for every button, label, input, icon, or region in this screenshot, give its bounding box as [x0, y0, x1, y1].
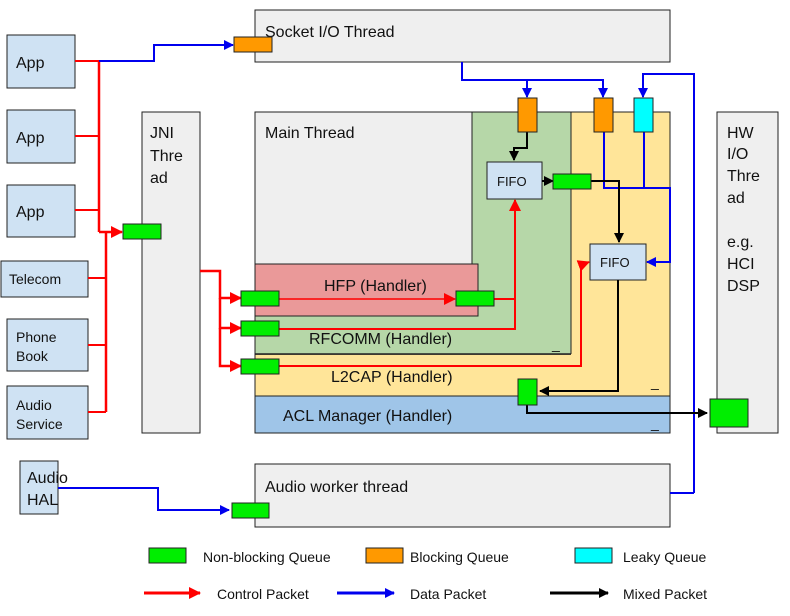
jni-thread-line2: Thre	[150, 148, 183, 165]
jni-thread-line3: ad	[150, 170, 168, 187]
client-audio-service-line2: Service	[16, 416, 63, 432]
client-telecom: Telecom	[0, 260, 89, 298]
client-app-1-label: App	[16, 55, 45, 72]
l2cap-handler-label: L2CAP (Handler)	[331, 369, 453, 386]
control-arrow-jni-l2cap	[218, 328, 242, 372]
hw-io-line4: ad	[727, 190, 745, 207]
non-blocking-queue-l2cap-in	[240, 358, 280, 375]
hw-io-line1: HW	[727, 125, 755, 142]
control-arrow-l2cap-to-fifo	[279, 260, 590, 367]
control-packet-arrows	[75, 60, 590, 413]
legend-label-mixed: Mixed Packet	[623, 586, 707, 602]
legend-swatch-non-blocking	[148, 547, 187, 564]
legend-label-control: Control Packet	[217, 586, 309, 602]
client-audio-service: Audio Service	[6, 385, 89, 440]
client-phone-book: Phone Book	[6, 318, 89, 372]
hw-io-line8: DSP	[727, 278, 760, 295]
fifo-l2cap: FIFO	[589, 243, 647, 281]
fifo-rfcomm: FIFO	[486, 161, 543, 200]
jni-thread-line1: JNI	[150, 125, 174, 142]
hw-io-thread: HW I/O Thre ad e.g. HCI DSP	[716, 111, 779, 434]
non-blocking-queue-hfp-out	[455, 290, 495, 307]
l2cap-minimize-icon[interactable]: _	[650, 374, 659, 390]
socket-io-thread: Socket I/O Thread	[254, 9, 671, 63]
hfp-handler: HFP (Handler)	[254, 263, 479, 317]
mixed-packet-arrows	[509, 132, 708, 418]
socket-io-thread-title: Socket I/O Thread	[265, 24, 395, 41]
data-arrow-audio-hal-to-worker	[58, 487, 230, 515]
legend-swatch-leaky	[574, 547, 613, 564]
hw-io-line2: I/O	[727, 146, 748, 163]
mixed-arrow-to-l2cap-fifo	[591, 180, 624, 243]
control-arrow-rfcomm-to-fifo	[279, 299, 516, 330]
legend-label-leaky: Leaky Queue	[623, 549, 706, 565]
mixed-arrow-acl-to-hw	[526, 404, 708, 418]
legend-label-data: Data Packet	[410, 586, 486, 602]
legend-label-blocking: Blocking Queue	[410, 549, 509, 565]
fifo-rfcomm-label: FIFO	[497, 174, 527, 189]
hw-io-line7: HCI	[727, 256, 755, 273]
client-app-2: App	[6, 109, 76, 164]
client-audio-service-line1: Audio	[16, 397, 52, 413]
control-arrow-jni-rfcomm	[218, 298, 242, 334]
mixed-arrow-l2cap-fifo-to-acl	[539, 280, 619, 396]
client-phone-book-line1: Phone	[16, 329, 57, 345]
client-phone-book-line2: Book	[16, 348, 49, 364]
rfcomm-minimize-icon[interactable]: _	[551, 336, 560, 352]
audio-worker-thread: Audio worker thread	[254, 463, 671, 528]
client-app-3: App	[6, 184, 76, 238]
non-blocking-queue-hfp-in	[240, 290, 280, 307]
hw-io-line3: Thre	[727, 168, 760, 185]
data-packet-arrows	[58, 40, 695, 515]
leaky-queue-l2cap	[633, 97, 654, 133]
legend-label-non-blocking: Non-blocking Queue	[203, 549, 331, 565]
non-blocking-queue-audio-worker	[231, 502, 270, 519]
non-blocking-queue-rfcomm-out	[552, 173, 592, 190]
hfp-handler-label: HFP (Handler)	[324, 278, 427, 295]
client-audio-hal-line2: HAL	[27, 492, 58, 509]
data-arrow-socket-to-rfcomm-queue	[461, 62, 532, 98]
client-app-1: App	[6, 34, 76, 89]
client-telecom-label: Telecom	[9, 271, 61, 287]
hw-io-line6: e.g.	[727, 234, 754, 251]
queues	[122, 36, 749, 519]
blocking-queue-l2cap	[593, 97, 614, 133]
acl-minimize-icon[interactable]: _	[650, 415, 659, 431]
non-blocking-queue-hw	[709, 398, 749, 428]
legend: Non-blocking Queue Blocking Queue Leaky …	[144, 547, 707, 602]
main-thread-title: Main Thread	[265, 125, 355, 142]
audio-worker-thread-title: Audio worker thread	[265, 479, 408, 496]
non-blocking-queue-rfcomm-in	[240, 320, 280, 337]
acl-manager-handler: ACL Manager (Handler) _	[254, 395, 671, 434]
client-audio-hal: Audio HAL	[19, 460, 68, 515]
mixed-arrow-queue-to-rfcomm-fifo	[509, 132, 528, 161]
non-blocking-queue-acl	[517, 378, 538, 406]
blocking-queue-rfcomm	[517, 97, 538, 133]
data-arrow-app-to-socket	[99, 40, 234, 62]
client-app-3-label: App	[16, 204, 45, 221]
client-audio-hal-line1: Audio	[27, 470, 68, 487]
main-thread-border	[254, 111, 671, 434]
rfcomm-handler-label: RFCOMM (Handler)	[309, 331, 452, 348]
blocking-queue-socket	[233, 36, 273, 53]
client-app-2-label: App	[16, 130, 45, 147]
acl-manager-handler-label: ACL Manager (Handler)	[283, 408, 452, 425]
control-arrow-jni-hfp	[200, 269, 242, 304]
data-arrow-l2cap-queue-to-fifo	[603, 132, 671, 267]
jni-thread: JNI Thre ad	[141, 111, 201, 434]
legend-swatch-blocking	[365, 547, 404, 564]
fifo-l2cap-label: FIFO	[600, 255, 630, 270]
data-arrow-audio-to-leaky-queue	[638, 73, 695, 493]
data-arrow-socket-to-l2cap-queue	[527, 79, 608, 98]
non-blocking-queue-jni	[122, 223, 162, 240]
